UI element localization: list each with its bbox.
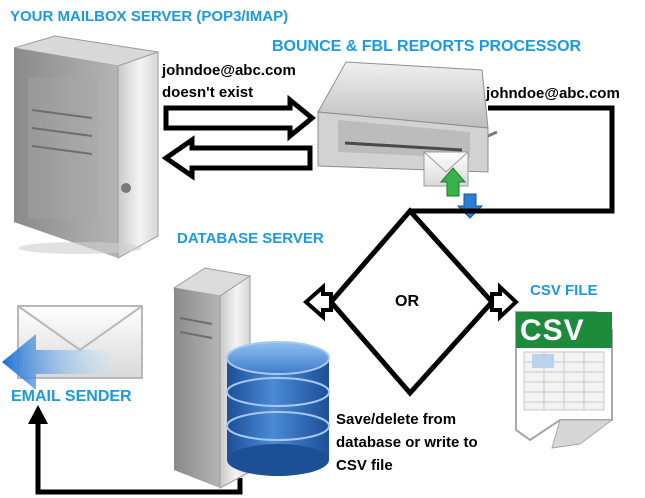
processor-address-text: johndoe@abc.com: [486, 85, 620, 102]
database-server-label: DATABASE SERVER: [177, 230, 324, 247]
csv-file-label: CSV FILE: [530, 282, 598, 299]
mailbox-server-icon: [13, 35, 159, 259]
bounce-message-line2: doesn't exist: [162, 84, 254, 101]
envelope-sync-icon: [423, 151, 484, 219]
return-arrow-left: [161, 135, 313, 181]
mailbox-server-label: YOUR MAILBOX SERVER (POP3/IMAP): [10, 8, 289, 25]
csv-icon-text: CSV: [520, 314, 585, 347]
bounce-arrow-right: [163, 94, 316, 142]
email-sender-icon: [2, 305, 143, 390]
action-text-line2: database or write to: [336, 434, 478, 451]
arrow-to-database: [302, 282, 333, 322]
processor-server-icon: [317, 61, 498, 173]
return-to-sender-arrowhead: [28, 405, 48, 424]
processor-label: BOUNCE & FBL REPORTS PROCESSOR: [272, 38, 582, 55]
csv-file-icon: [515, 311, 614, 449]
return-to-sender-line: [35, 418, 243, 495]
database-cylinder-icon: [226, 341, 330, 476]
decision-or-text: OR: [395, 293, 419, 310]
action-text-line1: Save/delete from: [336, 411, 457, 428]
email-sender-label: EMAIL SENDER: [11, 388, 132, 405]
action-text-line3: CSV file: [336, 457, 393, 474]
processor-to-decision-line: [410, 105, 615, 214]
decision-diamond: [327, 207, 496, 397]
arrow-to-csv: [490, 282, 519, 322]
bounce-message-line1: johndoe@abc.com: [162, 62, 296, 79]
